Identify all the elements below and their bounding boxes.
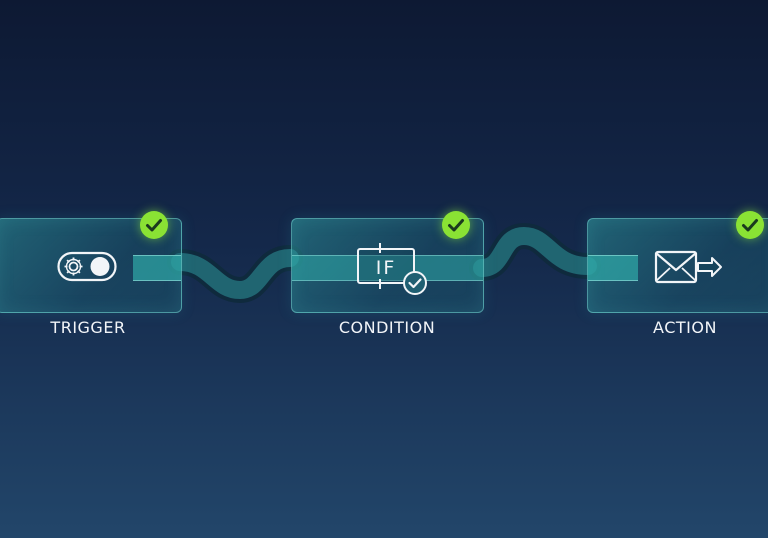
action-node[interactable] (587, 218, 768, 313)
condition-node[interactable]: IF (291, 218, 484, 313)
if-text: IF (376, 257, 397, 279)
condition-check-icon (442, 211, 470, 239)
action-connector-bar (588, 255, 638, 281)
trigger-label: TRIGGER (50, 318, 126, 337)
connector-condition-action (469, 222, 601, 281)
action-label: ACTION (653, 318, 717, 337)
trigger-connector-bar (133, 255, 181, 281)
send-email-icon (654, 250, 722, 284)
action-check-icon (736, 211, 764, 239)
condition-label: CONDITION (338, 318, 436, 337)
connector-trigger-condition (167, 245, 303, 304)
toggle-switch-gear-icon (57, 251, 117, 282)
if-condition-icon: IF (357, 243, 427, 295)
condition-connector-bar (292, 255, 483, 281)
trigger-check-icon (140, 211, 168, 239)
